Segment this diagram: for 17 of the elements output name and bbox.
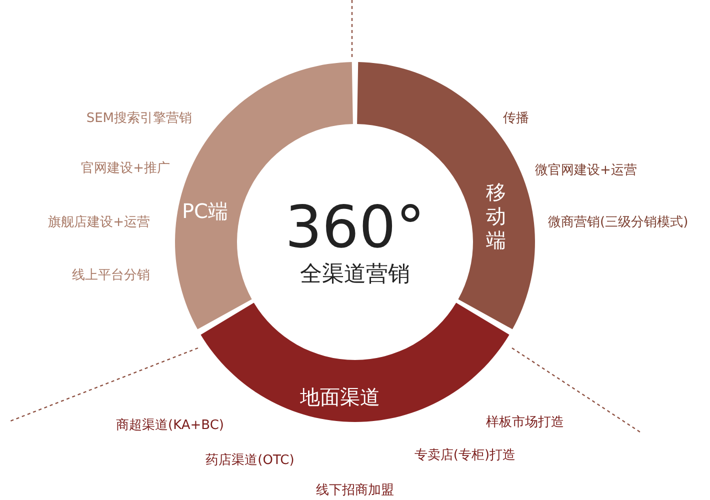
channel-item: 专卖店(专柜)打造 [414,447,516,464]
channel-item: 传播 [503,110,529,127]
channel-item: 线下招商加盟 [316,482,394,499]
channel-item: 微商营销(三级分销模式) [548,214,688,231]
channel-item: 旗舰店建设+运营 [48,214,150,231]
channel-item: SEM搜索引擎营销 [86,110,192,127]
big-number: 360° [285,195,425,259]
segment-label: PC端 [182,198,228,225]
segment-label: 移动端 [486,180,507,252]
channel-item: 微官网建设+运营 [535,162,637,179]
channel-item: 线上平台分销 [72,267,150,284]
channel-item: 官网建设+推广 [81,160,170,177]
channel-item: 样板市场打造 [486,414,564,431]
channel-item: 商超渠道(KA+BC) [116,417,224,434]
center-title: 全渠道营销 [300,261,410,289]
channel-item: 药店渠道(OTC) [206,452,294,469]
segment-label: 地面渠道 [300,384,380,411]
